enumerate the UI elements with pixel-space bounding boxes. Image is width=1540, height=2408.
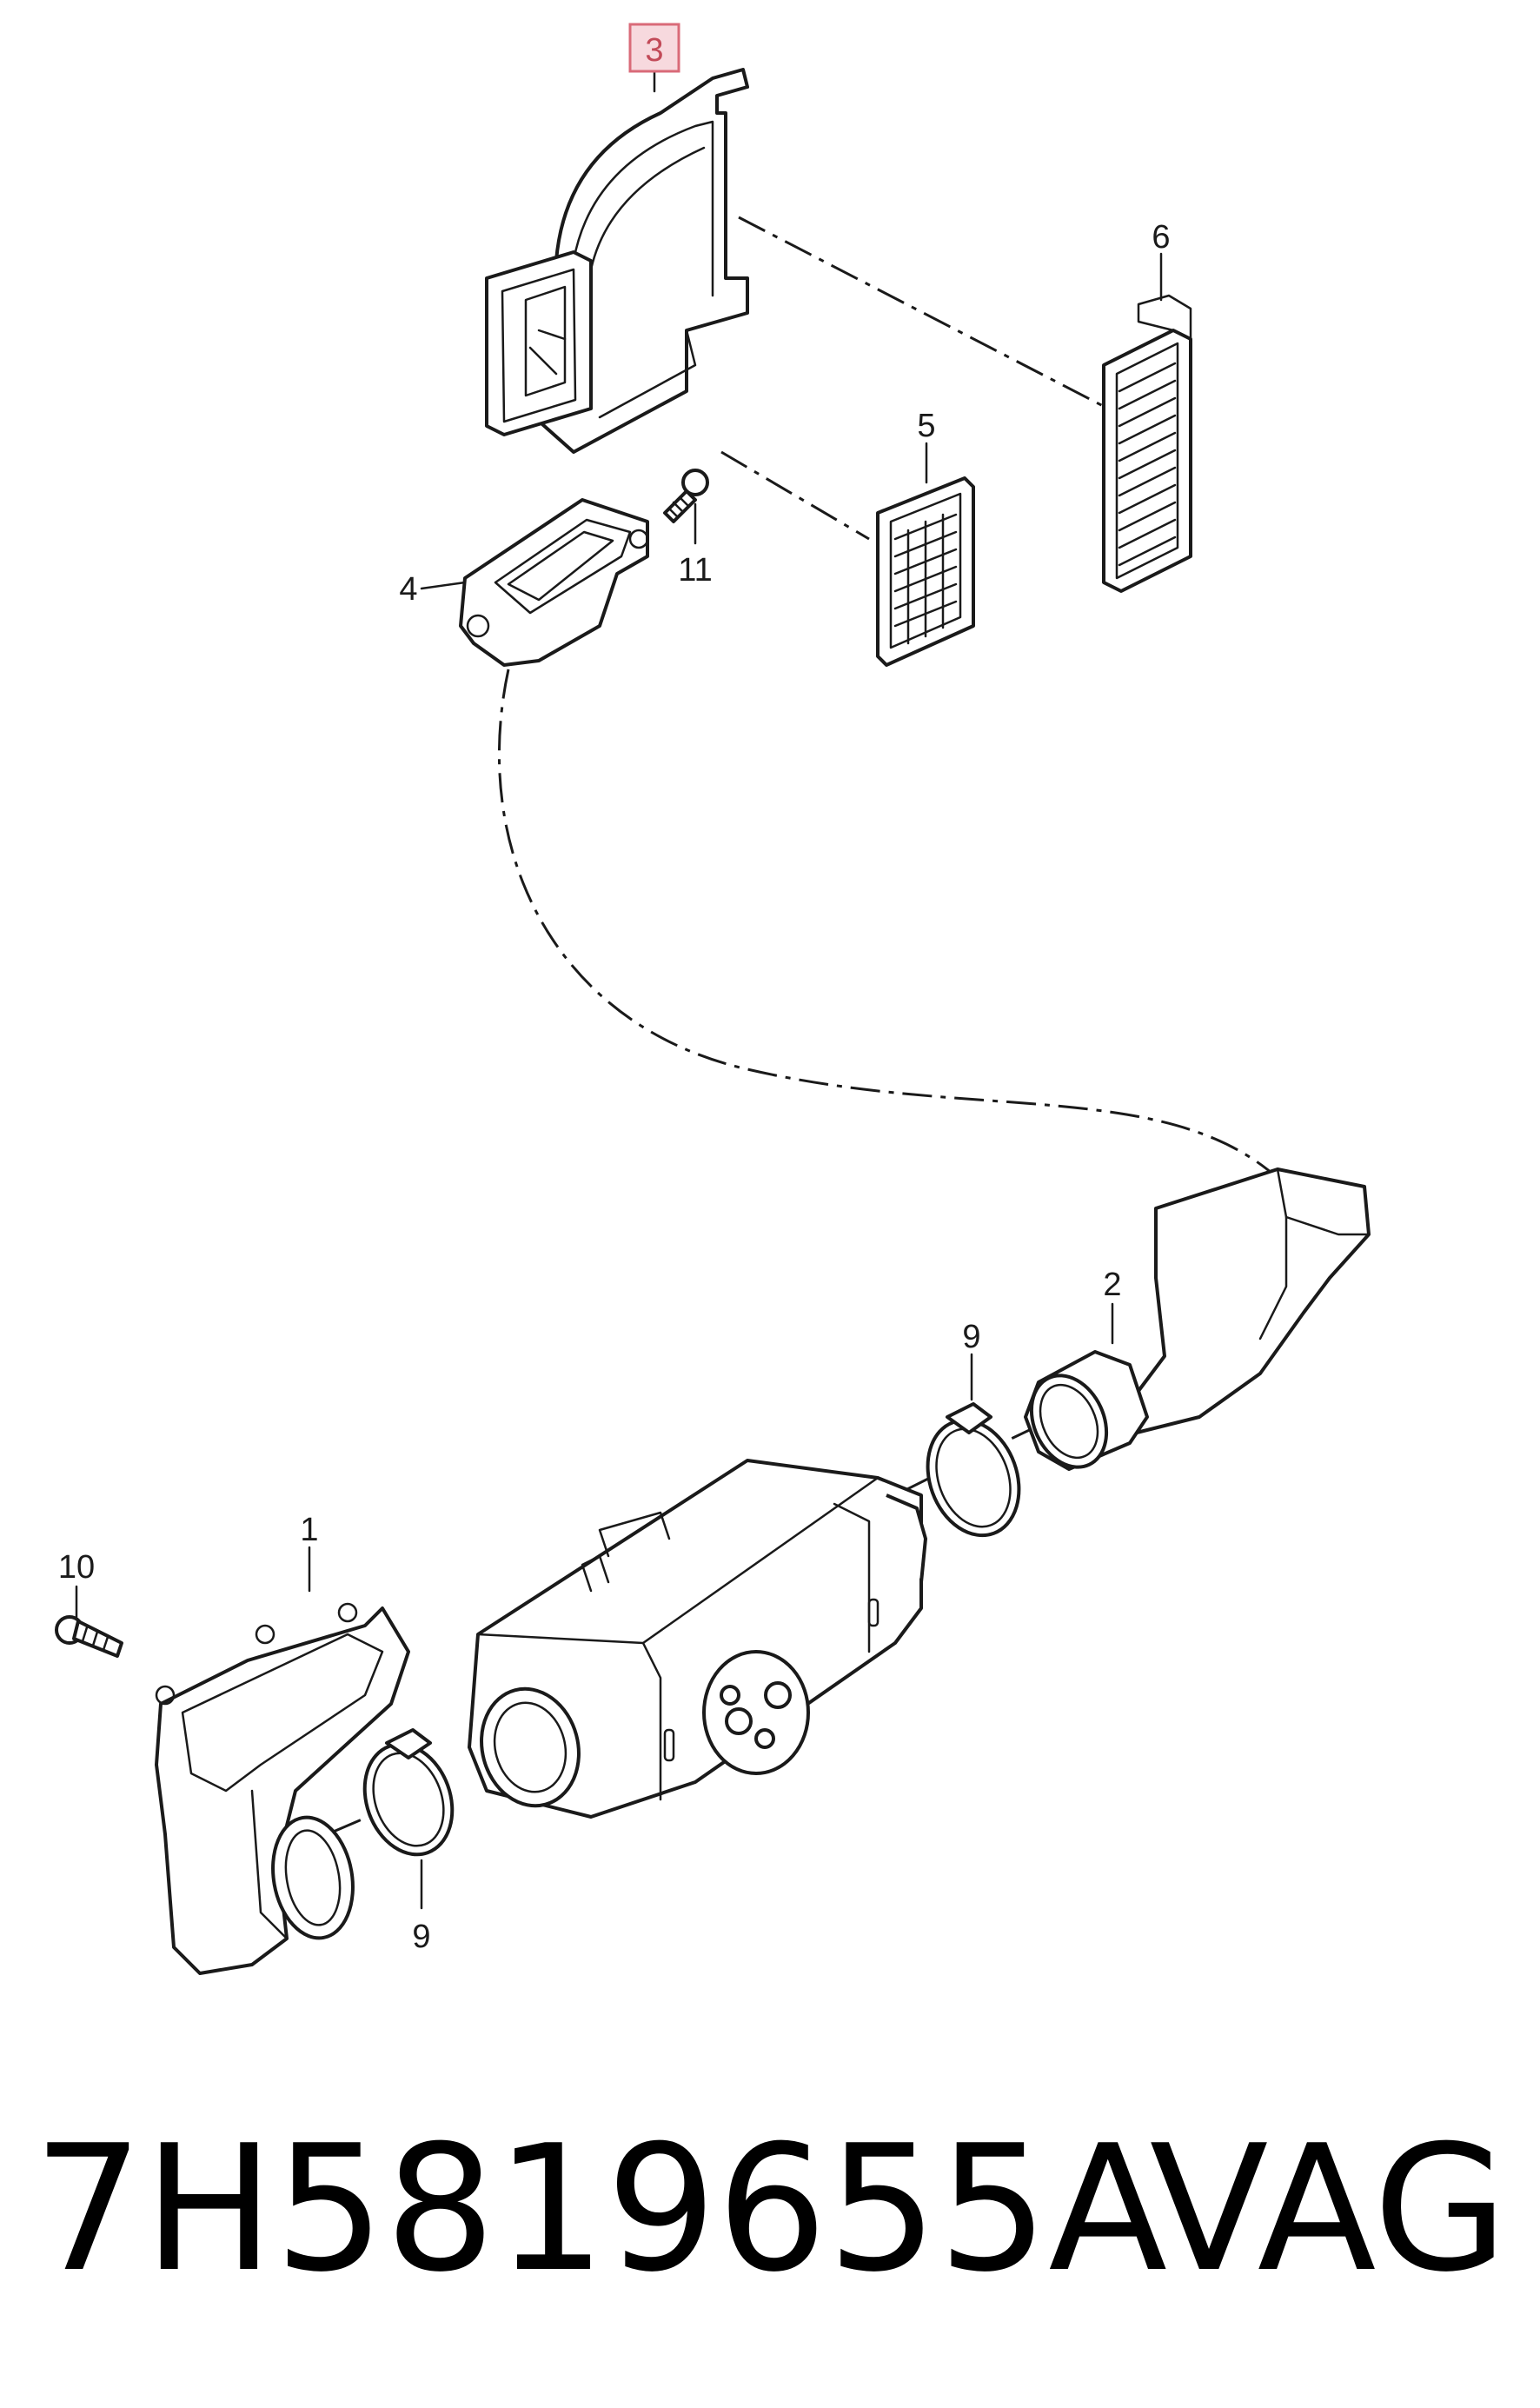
part-11-screw [663,469,709,523]
callout-6: 6 [1152,219,1170,256]
callout-4: 4 [399,571,417,608]
part-number: 7H5819655A [33,2108,1167,2311]
part-1-silencer [155,1602,410,1975]
callout-2: 2 [1103,1267,1121,1303]
footer: 7H5819655A VAG [33,2108,1508,2311]
leader-lines [75,68,1163,1910]
highlight-box [628,23,680,73]
part-10-screw [55,1615,123,1658]
callout-9-left: 9 [412,1919,430,1955]
callout-labels: 3 6 5 4 11 2 9 1 10 9 [58,23,1171,1955]
part-9-hose-clamp-right [926,1402,1021,1538]
part-3-air-duct [485,68,749,454]
callout-9-right: 9 [962,1319,980,1355]
part-9-hose-clamp-left [362,1728,455,1857]
callout-5: 5 [917,408,935,444]
part-4-adapter [459,498,649,667]
callout-1: 1 [300,1512,318,1548]
part-5-small-grille [876,476,975,667]
callout-10: 10 [58,1549,95,1586]
brand-label: VAG [1150,2108,1508,2311]
part-2-inlet-hose [1024,1167,1371,1471]
part-6-large-grille [1102,294,1192,593]
callout-3: 3 [645,32,663,69]
heater-unit [468,1459,927,1819]
callout-11: 11 [678,552,712,589]
